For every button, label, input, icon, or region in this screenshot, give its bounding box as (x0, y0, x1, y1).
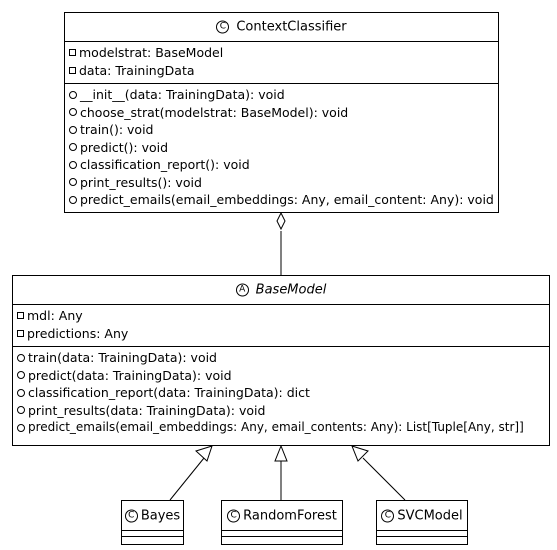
class-bayes[interactable]: C Bayes (121, 500, 184, 545)
method-row: train(data: TrainingData): void (17, 349, 549, 367)
method-row: classification_report(data: TrainingData… (17, 384, 549, 402)
methods-section: __init__(data: TrainingData): void choos… (65, 83, 498, 213)
private-visibility-icon (17, 312, 24, 320)
inheritance-arrow-bayes (195, 445, 213, 462)
attribute-row: mdl: Any (17, 307, 549, 325)
class-stereotype-icon: C (227, 509, 241, 522)
public-visibility-icon (69, 143, 77, 152)
public-visibility-icon (69, 108, 77, 117)
public-visibility-icon (69, 90, 77, 99)
public-visibility-icon (17, 406, 25, 415)
class-context-classifier[interactable]: C ContextClassifier modelstrat: BaseMode… (64, 12, 499, 213)
abstract-stereotype-icon: A (235, 283, 249, 297)
inheritance-line-svcmodel (362, 457, 406, 501)
methods-section (122, 536, 183, 542)
class-name: ContextClassifier (236, 19, 347, 35)
class-name: SVCModel (397, 508, 463, 523)
attribute-row: data: TrainingData (69, 62, 498, 80)
class-stereotype-icon: C (381, 509, 395, 522)
method-row: print_results(data: TrainingData): void (17, 402, 549, 420)
public-visibility-icon (69, 160, 77, 169)
class-header: C RandomForest (222, 501, 342, 531)
method-row: print_results(): void (69, 174, 498, 192)
methods-section (222, 536, 342, 542)
method-row: __init__(data: TrainingData): void (69, 86, 498, 104)
class-name: RandomForest (243, 508, 337, 523)
class-name: BaseModel (255, 282, 327, 298)
public-visibility-icon (17, 423, 25, 432)
public-visibility-icon (69, 195, 77, 204)
method-row: classification_report(): void (69, 156, 498, 174)
attributes-section: mdl: Any predictions: Any (13, 305, 549, 346)
public-visibility-icon (69, 178, 77, 187)
class-header: C Bayes (122, 501, 183, 531)
methods-section: train(data: TrainingData): void predict(… (13, 346, 549, 441)
class-name: Bayes (140, 508, 181, 523)
class-stereotype-icon: C (124, 509, 138, 522)
method-row: predict(data: TrainingData): void (17, 367, 549, 385)
method-row: predict_emails(email_embeddings: Any, em… (69, 191, 498, 209)
public-visibility-icon (69, 125, 77, 134)
class-stereotype-icon: C (216, 20, 230, 34)
private-visibility-icon (69, 49, 76, 57)
method-row: predict_emails(email_embeddings: Any, em… (17, 419, 549, 437)
method-row: predict(): void (69, 139, 498, 157)
class-header: A BaseModel (13, 276, 549, 305)
inheritance-line-bayes (169, 457, 205, 501)
public-visibility-icon (17, 371, 25, 380)
class-header: C ContextClassifier (65, 13, 498, 42)
method-row: choose_strat(modelstrat: BaseModel): voi… (69, 104, 498, 122)
attribute-row: modelstrat: BaseModel (69, 44, 498, 62)
method-row: train(): void (69, 121, 498, 139)
private-visibility-icon (69, 66, 76, 74)
private-visibility-icon (17, 329, 24, 337)
class-random-forest[interactable]: C RandomForest (221, 500, 343, 545)
methods-section (377, 536, 467, 542)
public-visibility-icon (17, 388, 25, 397)
class-base-model[interactable]: A BaseModel mdl: Any predictions: Any tr… (12, 275, 550, 446)
class-svc-model[interactable]: C SVCModel (376, 500, 468, 545)
class-header: C SVCModel (377, 501, 467, 531)
attributes-section: modelstrat: BaseModel data: TrainingData (65, 42, 498, 83)
aggregation-diamond (276, 211, 286, 231)
inheritance-arrow-svcmodel (351, 445, 369, 462)
inheritance-arrow-randomforest (274, 444, 288, 462)
attribute-row: predictions: Any (17, 325, 549, 343)
public-visibility-icon (17, 353, 25, 362)
